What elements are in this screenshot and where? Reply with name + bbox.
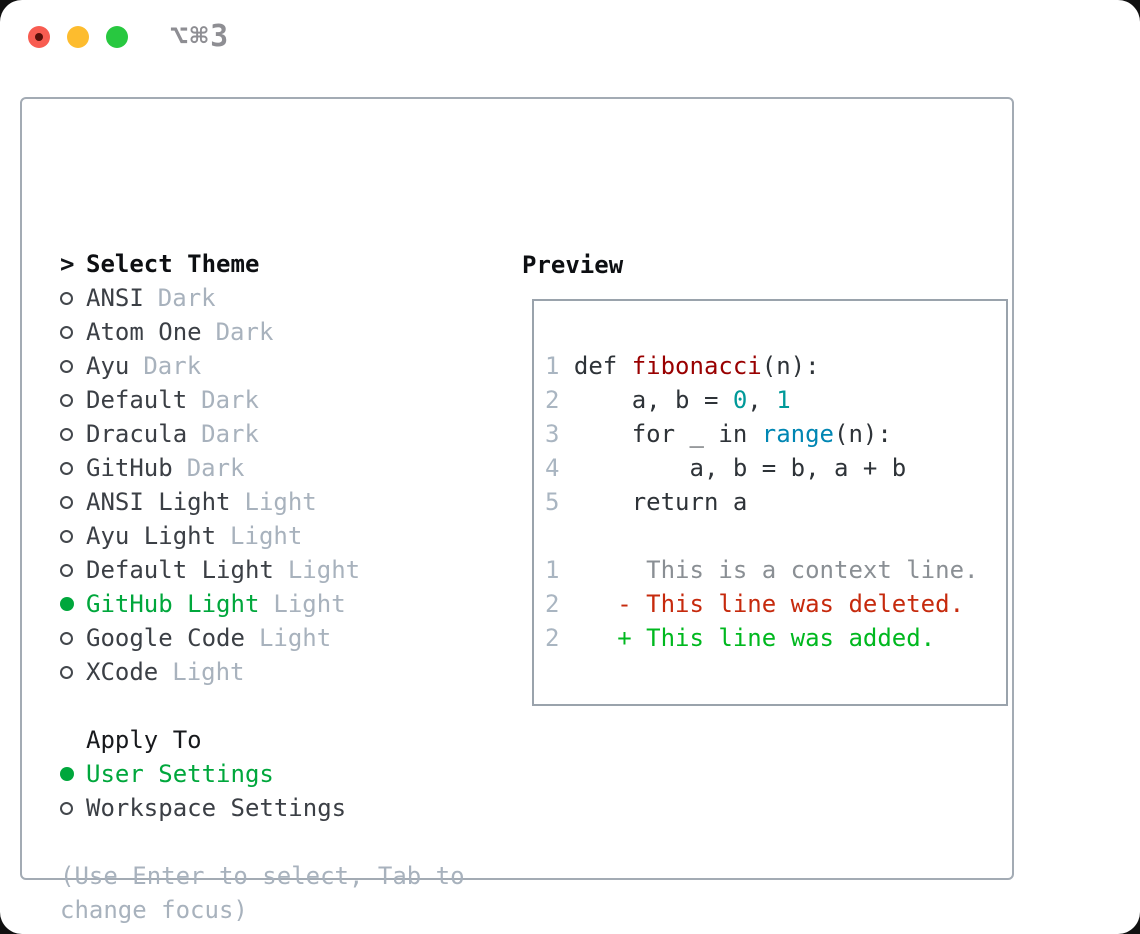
code-line: 1 def fibonacci(n): (545, 352, 820, 380)
prompt-caret-icon: > (60, 250, 75, 278)
diff-context-line: 1 This is a context line. (545, 556, 979, 584)
radio-icon (60, 325, 73, 339)
code-line: 5 return a (545, 488, 748, 516)
radio-icon (60, 393, 73, 407)
apply-to-title: Apply To (86, 726, 202, 754)
radio-icon (60, 291, 73, 305)
apply-option-workspace-settings[interactable]: Workspace Settings (60, 791, 465, 825)
window-title: ⌥⌘3 (170, 19, 231, 54)
theme-picker-panel: > Select Theme ANSI Dark Atom One Dark A… (20, 97, 1014, 924)
code-line: 3 for _ in range(n): (545, 420, 892, 448)
spacer (60, 689, 465, 723)
preview-title: Preview (522, 251, 624, 279)
radio-icon (60, 563, 73, 577)
apply-to-header: Apply To (60, 723, 465, 757)
radio-icon (60, 801, 73, 815)
zoom-button[interactable] (106, 26, 128, 48)
radio-selected-icon (60, 597, 74, 611)
theme-list-header: > Select Theme (60, 247, 465, 281)
theme-option-default-light[interactable]: Default Light Light (60, 553, 465, 587)
close-button[interactable] (28, 26, 50, 48)
radio-icon (60, 359, 73, 373)
preview-pane: 1 def fibonacci(n): 2 a, b = 0, 1 3 for … (532, 299, 1008, 706)
spacer (60, 825, 465, 859)
keyboard-hint-line2: change focus) (60, 896, 248, 924)
theme-option-github-light[interactable]: GitHub Light Light (60, 587, 465, 621)
keyboard-hint-line1: (Use Enter to select, Tab to (60, 862, 465, 890)
radio-icon (60, 495, 73, 509)
radio-icon (60, 427, 73, 441)
radio-icon (60, 631, 73, 645)
radio-selected-icon (60, 767, 74, 781)
theme-option-default-dark[interactable]: Default Dark (60, 383, 465, 417)
theme-option-ayu-dark[interactable]: Ayu Dark (60, 349, 465, 383)
blank-line (545, 519, 1006, 553)
diff-added-line: 2 + This line was added. (545, 624, 936, 652)
theme-option-ansi-dark[interactable]: ANSI Dark (60, 281, 465, 315)
theme-option-atom-one-dark[interactable]: Atom One Dark (60, 315, 465, 349)
apply-option-user-settings[interactable]: User Settings (60, 757, 465, 791)
theme-option-dracula-dark[interactable]: Dracula Dark (60, 417, 465, 451)
theme-list: > Select Theme ANSI Dark Atom One Dark A… (60, 247, 465, 927)
theme-option-xcode[interactable]: XCode Light (60, 655, 465, 689)
diff-deleted-line: 2 - This line was deleted. (545, 590, 965, 618)
code-line: 2 a, b = 0, 1 (545, 386, 791, 414)
theme-list-title: Select Theme (86, 250, 260, 278)
radio-icon (60, 529, 73, 543)
radio-icon (60, 461, 73, 475)
theme-option-ayu-light[interactable]: Ayu Light Light (60, 519, 465, 553)
radio-icon (60, 665, 73, 679)
theme-option-google-code[interactable]: Google Code Light (60, 621, 465, 655)
code-line: 4 a, b = b, a + b (545, 454, 907, 482)
theme-option-ansi-light[interactable]: ANSI Light Light (60, 485, 465, 519)
traffic-lights (28, 26, 128, 48)
theme-option-github-dark[interactable]: GitHub Dark (60, 451, 465, 485)
minimize-button[interactable] (67, 26, 89, 48)
